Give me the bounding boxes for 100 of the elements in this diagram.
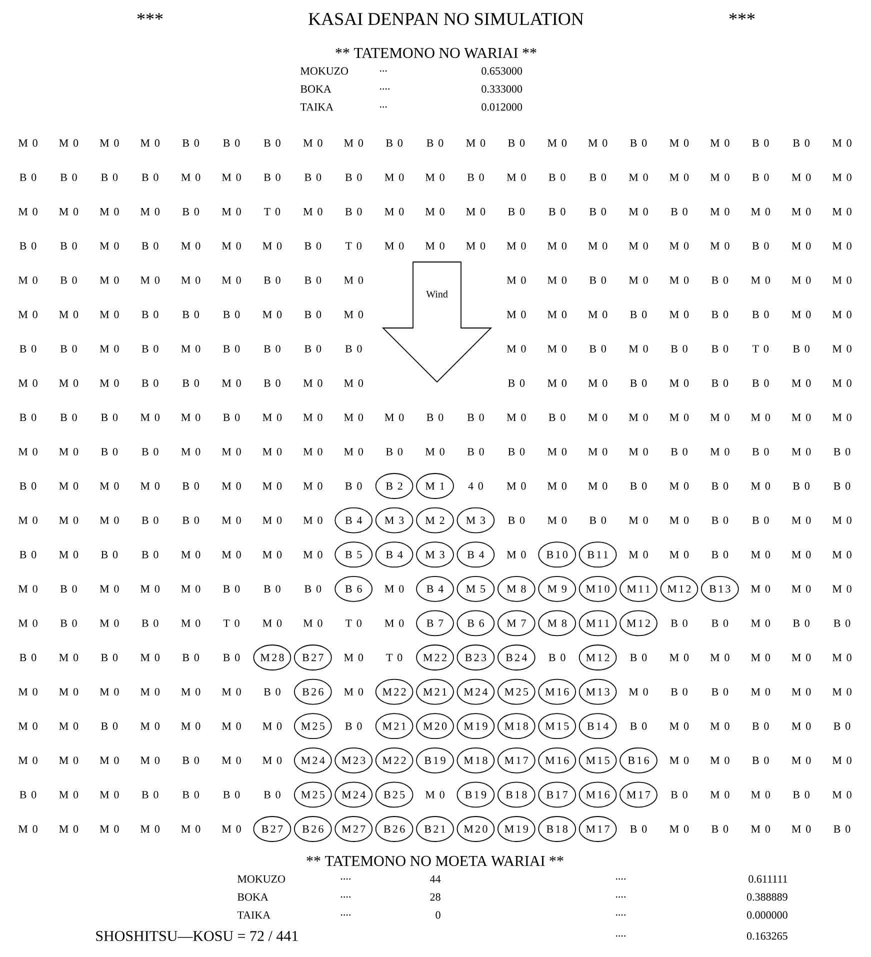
building-code: T 0 — [752, 345, 768, 353]
building-code: M 0 — [425, 208, 444, 216]
building-code: B 0 — [142, 620, 158, 627]
building-code: M 0 — [181, 550, 200, 558]
building-code: M 0 — [588, 448, 608, 456]
building-code: B 0 — [590, 345, 606, 353]
building-code: M 0 — [670, 379, 689, 387]
building-code: B 0 — [223, 310, 240, 318]
building-code: M 0 — [18, 448, 38, 456]
building-code: M 0 — [710, 448, 730, 456]
building-code: M 0 — [751, 791, 770, 798]
building-code: M 0 — [506, 242, 526, 250]
building-code: B 0 — [142, 242, 158, 250]
building-code: M 0 — [588, 242, 608, 250]
building-code: B 0 — [60, 620, 77, 627]
building-code: M 0 — [384, 620, 404, 627]
circled-code: B17 — [538, 782, 576, 808]
circled-code: B 6 — [334, 576, 373, 602]
building-code: M 0 — [222, 825, 241, 833]
building-code: M 0 — [670, 654, 689, 662]
value-text: 0.653000 — [482, 67, 522, 75]
building-code: M 0 — [751, 585, 770, 593]
building-code: M 0 — [548, 379, 567, 387]
building-code: B 0 — [142, 379, 158, 387]
circled-code: M16 — [578, 782, 617, 808]
building-code: M 0 — [303, 448, 322, 456]
building-code: B 0 — [142, 791, 158, 798]
circled-code: M11 — [620, 576, 658, 602]
building-code: M 0 — [18, 516, 38, 524]
building-code: M 0 — [181, 345, 200, 353]
building-code: B 0 — [712, 345, 728, 353]
circled-code: B19 — [416, 747, 454, 774]
building-code: M 0 — [832, 756, 852, 764]
building-code: B 0 — [20, 345, 36, 353]
building-code: B 0 — [834, 620, 850, 627]
building-code: M 0 — [792, 722, 811, 730]
circled-code: M19 — [456, 713, 495, 740]
circled-code: B26 — [294, 678, 332, 705]
building-code: M 0 — [710, 756, 730, 764]
building-code: B 0 — [20, 414, 36, 422]
building-code: M 0 — [832, 276, 852, 284]
circled-code: M18 — [497, 713, 536, 740]
building-code: M 0 — [506, 414, 526, 422]
building-code: M 0 — [588, 310, 608, 318]
building-code: B 0 — [548, 208, 566, 216]
building-code: M 0 — [222, 482, 241, 490]
building-code: M 0 — [140, 276, 160, 284]
building-code: B 0 — [630, 482, 647, 490]
building-code: M 0 — [506, 482, 526, 490]
building-code: M 0 — [222, 688, 241, 696]
building-code: B 0 — [20, 174, 36, 182]
building-code: M 0 — [303, 550, 322, 558]
circled-code: M 7 — [497, 610, 536, 636]
building-code: M 0 — [262, 310, 282, 318]
building-code: B 0 — [670, 208, 688, 216]
circled-code: B25 — [375, 782, 414, 808]
circled-code: M20 — [416, 713, 454, 740]
building-code: B 0 — [630, 722, 647, 730]
building-code: B 0 — [630, 310, 647, 318]
building-code: M 0 — [792, 276, 811, 284]
building-code: M 0 — [670, 276, 689, 284]
building-code: M 0 — [670, 482, 689, 490]
building-code: M 0 — [100, 620, 119, 627]
building-code: M 0 — [710, 174, 730, 182]
building-code: M 0 — [588, 379, 608, 387]
building-code: B 0 — [670, 448, 688, 456]
building-code: M 0 — [222, 379, 241, 387]
building-code: B 0 — [752, 722, 769, 730]
building-code: B 0 — [101, 654, 118, 662]
building-code: M 0 — [710, 242, 730, 250]
building-code: B 0 — [182, 482, 199, 490]
building-code: M 0 — [628, 448, 648, 456]
dot-leader: .... — [616, 935, 626, 937]
circled-code: B 4 — [456, 542, 495, 568]
building-code: B 0 — [712, 550, 728, 558]
building-code: M 0 — [628, 688, 648, 696]
circled-code: M17 — [620, 782, 658, 808]
circled-code: M 9 — [538, 576, 576, 602]
building-code: M 0 — [548, 516, 567, 524]
building-code: M 0 — [59, 516, 78, 524]
circled-code: M10 — [578, 576, 617, 602]
building-code: M 0 — [425, 174, 444, 182]
building-code: B 0 — [304, 345, 322, 353]
building-code: B 0 — [834, 448, 850, 456]
dot-leader: .... — [340, 878, 350, 880]
building-code: 4 0 — [468, 482, 483, 490]
building-code: B 0 — [182, 208, 199, 216]
building-code: M 0 — [18, 208, 38, 216]
building-code: M 0 — [792, 688, 811, 696]
circled-code: B16 — [620, 747, 658, 774]
dot-leader: .... — [380, 88, 390, 90]
circled-code: M 8 — [538, 610, 576, 636]
building-code: B 0 — [264, 688, 280, 696]
building-code: B 0 — [182, 139, 199, 147]
building-code: B 0 — [630, 825, 647, 833]
building-code: M 0 — [670, 516, 689, 524]
building-code: B 0 — [386, 139, 402, 147]
building-code: B 0 — [345, 722, 362, 730]
building-code: M 0 — [506, 310, 526, 318]
building-code: M 0 — [303, 516, 322, 524]
